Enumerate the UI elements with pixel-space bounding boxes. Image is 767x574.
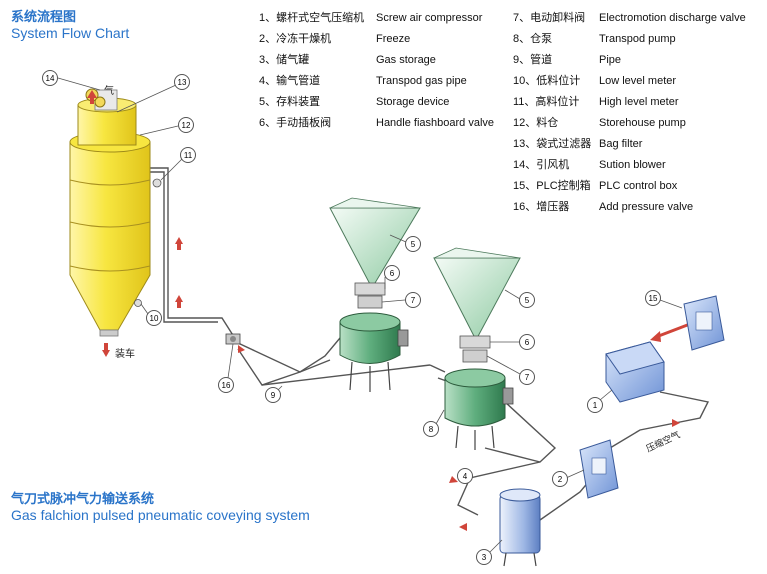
pipe-silo-return (150, 167, 237, 341)
callout-5b (519, 292, 535, 308)
double-arrow-icon (650, 331, 661, 342)
pipe-dryer-compressor (609, 391, 710, 449)
flashboard-valve-1 (354, 282, 386, 296)
system-title-en: Gas falchion pulsed pneumatic coveying s… (11, 507, 310, 523)
callout-7a (405, 292, 421, 308)
callout-16 (218, 377, 234, 393)
callout-8 (423, 421, 439, 437)
arrow-up-icon (87, 90, 97, 98)
freeze-dryer (579, 439, 619, 499)
pipe-pump1-outlet (299, 359, 331, 373)
callout-10 (146, 310, 162, 326)
callout-7b-label: 7 (525, 373, 530, 382)
arrow-up-icon (175, 295, 183, 302)
pipe-to-tank (457, 461, 541, 516)
callout-12 (178, 117, 194, 133)
callout-11-label: 11 (184, 151, 193, 160)
pipe-main (261, 364, 431, 386)
callout-11 (180, 147, 196, 163)
arrow-up-icon (177, 244, 181, 250)
pipe-to-pump1 (237, 331, 346, 373)
bag-filter (77, 89, 137, 146)
callout-2 (552, 471, 568, 487)
flashboard-valve-2 (459, 335, 491, 349)
transport-pump-2 (444, 368, 514, 450)
unload-label: 装车 (115, 347, 135, 360)
callout-15-label: 15 (649, 294, 658, 303)
callout-7b (519, 369, 535, 385)
add-pressure-valve (225, 333, 241, 345)
callout-14-label: 14 (46, 74, 55, 83)
callout-14 (42, 70, 58, 86)
callouts: 14 13 12 11 10 16 9 5 6 7 8 5 (42, 70, 683, 565)
callout-2-label: 2 (558, 475, 563, 484)
callout-4-label: 4 (463, 472, 468, 481)
callout-1 (587, 397, 603, 413)
low-level-meter (134, 299, 142, 307)
gas-storage-tank (499, 488, 541, 567)
arrow-down-icon (104, 343, 108, 350)
callout-16-label: 16 (222, 381, 231, 390)
callout-6a-label: 6 (390, 269, 395, 278)
storage-hopper-2 (433, 247, 521, 363)
compressed-air-label: 压缩空气 (644, 429, 682, 455)
chart-title-cn: 系统流程图 (11, 10, 77, 25)
chart-title-en: System Flow Chart (11, 25, 130, 41)
callout-1-label: 1 (593, 401, 598, 410)
transport-pump-1 (339, 312, 409, 392)
callout-12-label: 12 (182, 121, 191, 130)
arrow-up-icon (177, 302, 181, 308)
discharge-valve-1 (357, 295, 383, 309)
callout-13 (174, 74, 190, 90)
callout-6b (519, 334, 535, 350)
pipe-network (150, 167, 710, 521)
callout-5a-label: 5 (411, 240, 416, 249)
double-arrow-icon (655, 322, 691, 339)
callout-13-label: 13 (178, 78, 187, 87)
arrow-left-icon (459, 523, 467, 531)
callout-5a (405, 236, 421, 252)
storage-hopper-1 (329, 197, 421, 309)
callout-6a (384, 265, 400, 281)
arrow-right-icon (672, 419, 680, 427)
callout-8-label: 8 (429, 425, 434, 434)
gas-out-label: 气 (104, 84, 114, 97)
callout-3 (476, 549, 492, 565)
callout-3-label: 3 (482, 553, 487, 562)
callout-9 (265, 387, 281, 403)
high-level-meter (152, 178, 162, 188)
callout-4 (457, 468, 473, 484)
screw-air-compressor (605, 341, 665, 403)
discharge-valve-2 (462, 349, 488, 363)
callout-10-label: 10 (150, 314, 159, 323)
callout-15 (645, 290, 661, 306)
arrow-right-icon (238, 345, 245, 353)
callout-9-label: 9 (271, 391, 276, 400)
pipe-tank-dryer (539, 479, 591, 521)
callout-6b-label: 6 (525, 338, 530, 347)
arrow-up-icon (90, 98, 94, 104)
pipe-silo-return-inner (150, 171, 218, 323)
arrow-icon (449, 476, 458, 483)
arrow-up-icon (175, 237, 183, 244)
plc-control-box (683, 295, 725, 351)
callout-7a-label: 7 (411, 296, 416, 305)
pipe-to-pump2 (429, 364, 446, 373)
arrow-down-icon (102, 350, 110, 357)
callout-5b-label: 5 (525, 296, 530, 305)
flow-arrows (87, 90, 697, 531)
system-title-cn: 气刀式脉冲气力输送系统 (11, 492, 155, 507)
